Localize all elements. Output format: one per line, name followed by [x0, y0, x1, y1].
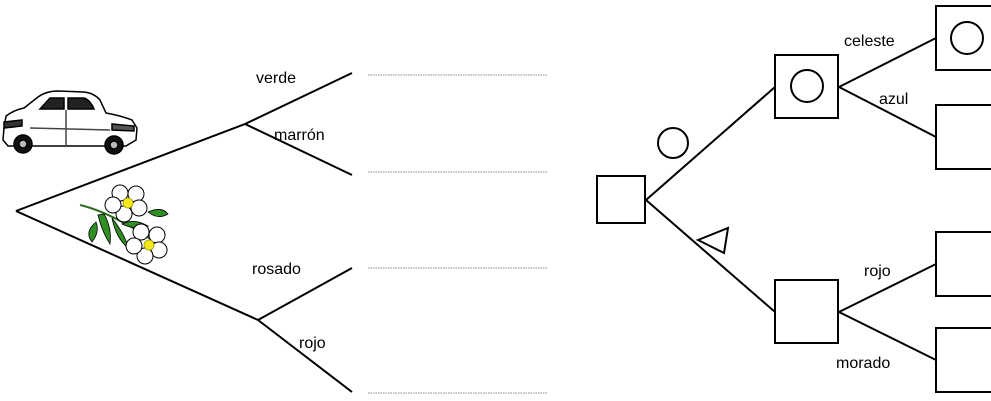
right-branch-upper — [645, 86, 776, 201]
branch-rosado — [257, 267, 353, 321]
label-celeste: celeste — [844, 33, 895, 50]
label-rojo-right: rojo — [864, 263, 891, 280]
right-branch-lower — [645, 199, 776, 313]
branch-verde — [244, 72, 353, 125]
leaf-rojo-box[interactable] — [935, 231, 991, 297]
car-icon — [2, 90, 138, 155]
root-square-box — [596, 175, 646, 224]
label-rosado: rosado — [252, 261, 301, 278]
label-verde: verde — [256, 70, 296, 87]
circle-symbol-icon — [950, 21, 984, 55]
answer-lines — [368, 74, 547, 394]
circle-symbol-icon — [657, 127, 689, 159]
left-tree — [15, 72, 353, 393]
node-circle-box — [774, 54, 839, 119]
branch-rojo-left — [257, 319, 353, 393]
branch-marron — [244, 123, 353, 176]
triangle-symbol-icon — [695, 226, 730, 255]
label-azul: azul — [879, 91, 908, 108]
leaf-azul-box[interactable] — [935, 104, 991, 170]
left-branch-upper — [15, 123, 246, 212]
branch-celeste — [838, 37, 937, 88]
left-branch-lower — [15, 210, 259, 321]
branch-azul — [838, 86, 937, 138]
branch-morado — [838, 311, 937, 361]
node-triangle-box[interactable] — [774, 279, 839, 344]
flower-icon — [79, 184, 169, 265]
circle-symbol-icon — [790, 69, 824, 103]
branch-rojo-right — [838, 263, 937, 313]
label-rojo-left: rojo — [299, 335, 326, 352]
label-morado: morado — [836, 355, 890, 372]
right-tree — [596, 5, 991, 393]
label-marron: marrón — [274, 127, 325, 144]
leaf-celeste-box — [935, 5, 991, 71]
leaf-morado-box[interactable] — [935, 327, 991, 393]
